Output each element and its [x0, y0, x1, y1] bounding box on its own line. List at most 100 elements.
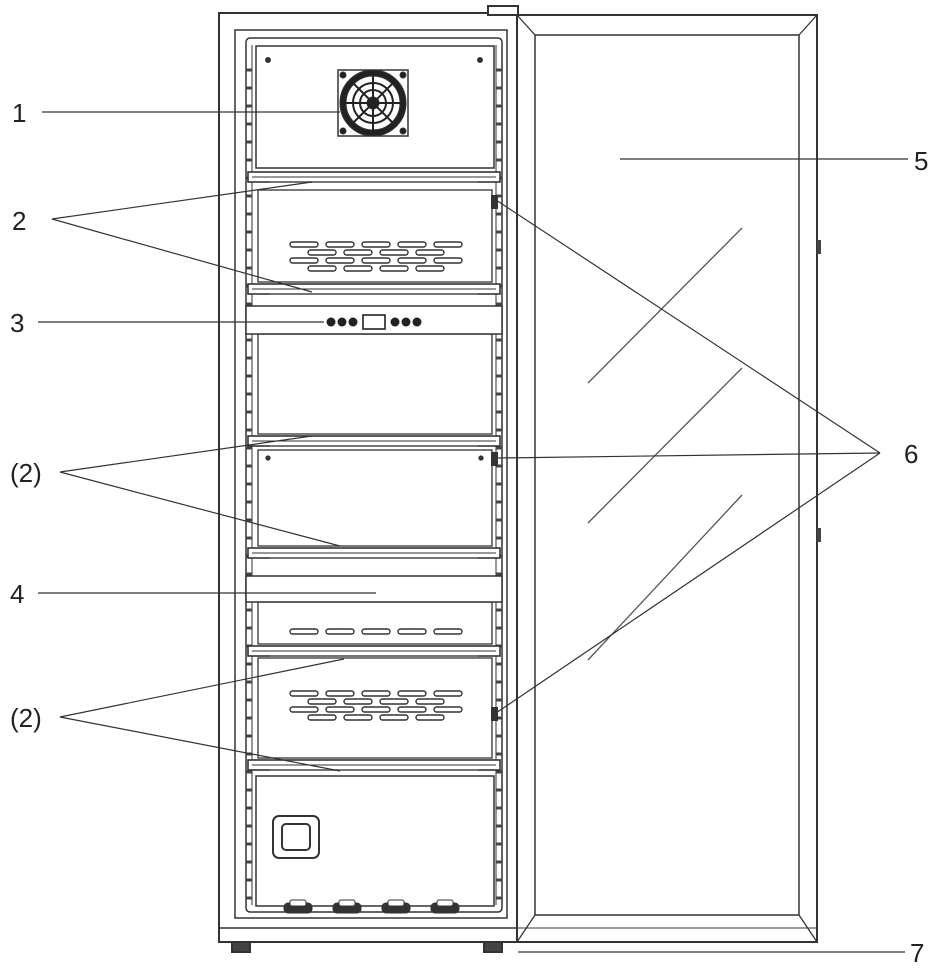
vent-slot — [289, 706, 319, 713]
vent-slot — [361, 706, 391, 713]
vent-slot — [325, 628, 355, 635]
cabinet — [218, 5, 519, 953]
control-panel — [245, 305, 503, 335]
leader-6-middle — [495, 452, 881, 459]
control-button — [390, 317, 400, 327]
vent-slot — [415, 249, 445, 256]
leader-6-top — [495, 199, 881, 454]
vent-slot — [361, 257, 391, 264]
vent-slot — [433, 241, 463, 248]
leader-2a-top — [51, 181, 313, 220]
vent-slot — [361, 241, 391, 248]
screw — [265, 57, 271, 63]
callout-3: 3 — [10, 308, 24, 338]
leader-2b-bottom — [59, 471, 341, 547]
callout-7: 7 — [910, 938, 924, 968]
vent-slot — [397, 257, 427, 264]
vent-slot — [397, 706, 427, 713]
drawer-panel-2 — [257, 333, 493, 435]
control-button — [401, 317, 411, 327]
control-button — [337, 317, 347, 327]
compressor-area — [255, 775, 495, 914]
vent-slot — [433, 690, 463, 697]
fan-panel-frame — [255, 45, 495, 169]
vent-slot — [433, 706, 463, 713]
vent-slot — [307, 249, 337, 256]
leader-lines — [38, 111, 908, 953]
vent-slot — [289, 628, 319, 635]
vent-slot — [325, 257, 355, 264]
vent-slot — [433, 628, 463, 635]
rail-markers — [491, 195, 498, 721]
callout-2b: (2) — [10, 458, 42, 488]
door-inner-frame — [534, 34, 800, 916]
drawer-panel-1 — [257, 189, 493, 283]
screw — [265, 455, 271, 461]
wire-shelf — [247, 645, 501, 657]
wire-shelf — [247, 759, 501, 771]
vent-slot — [415, 714, 445, 721]
callout-5: 5 — [914, 146, 928, 176]
door-lock-top — [817, 240, 821, 254]
vent-slot — [343, 714, 373, 721]
vent-slot — [379, 714, 409, 721]
cabinet-liner — [245, 37, 503, 913]
leader-2a-bottom — [51, 218, 313, 293]
compressor-panel — [255, 775, 495, 907]
vent-slot — [289, 257, 319, 264]
drain-box-outer — [272, 815, 320, 859]
vent-slot — [325, 706, 355, 713]
leader-2c-top — [59, 658, 345, 718]
drawer-panel-5 — [257, 657, 493, 759]
vent-slot — [379, 698, 409, 705]
display-window — [362, 314, 386, 330]
callout-labels: 1 2 3 (2) 4 (2) 5 6 7 — [10, 98, 928, 968]
vent-slot — [325, 690, 355, 697]
door-lock-bottom — [817, 528, 821, 542]
control-button — [412, 317, 422, 327]
wire-shelf — [247, 283, 501, 295]
cabinet-outer-frame — [218, 12, 518, 943]
vent-slot — [415, 698, 445, 705]
vent-slot — [325, 241, 355, 248]
foot-right — [483, 941, 503, 953]
vent-slot — [343, 265, 373, 272]
callout-2c: (2) — [10, 703, 42, 733]
wire-shelf — [247, 547, 501, 559]
cabinet-inner-frame — [234, 29, 508, 919]
divider-frame — [245, 575, 503, 603]
wire-shelf — [247, 435, 501, 447]
fan-panel — [255, 45, 495, 169]
leader-2b-top — [59, 435, 313, 473]
drain-box-inner — [281, 823, 311, 851]
fan-icon — [337, 69, 409, 137]
screw — [478, 455, 484, 461]
glass-door — [516, 14, 821, 943]
vent-slot — [343, 249, 373, 256]
vent-slot — [289, 690, 319, 697]
vent-slot — [415, 265, 445, 272]
leader-2c-bottom — [59, 716, 341, 772]
drawer-panel-4 — [257, 601, 493, 645]
leader-6-bottom — [495, 452, 881, 714]
vent-slot — [307, 698, 337, 705]
vent-slot — [289, 241, 319, 248]
drawer-panel-3 — [257, 449, 493, 547]
callout-4: 4 — [10, 579, 24, 609]
vent-slot — [433, 257, 463, 264]
top-hinge — [487, 5, 519, 16]
vent-slot — [343, 698, 373, 705]
door-outer-frame — [516, 14, 818, 943]
vent-slot — [397, 690, 427, 697]
control-button — [326, 317, 336, 327]
vent-slot — [379, 249, 409, 256]
rail-notches — [246, 68, 502, 900]
control-button — [348, 317, 358, 327]
shelves — [247, 171, 501, 771]
vent-slots — [289, 241, 463, 721]
wire-shelf — [247, 171, 501, 183]
callout-2a: 2 — [12, 206, 26, 236]
vent-slot — [361, 628, 391, 635]
